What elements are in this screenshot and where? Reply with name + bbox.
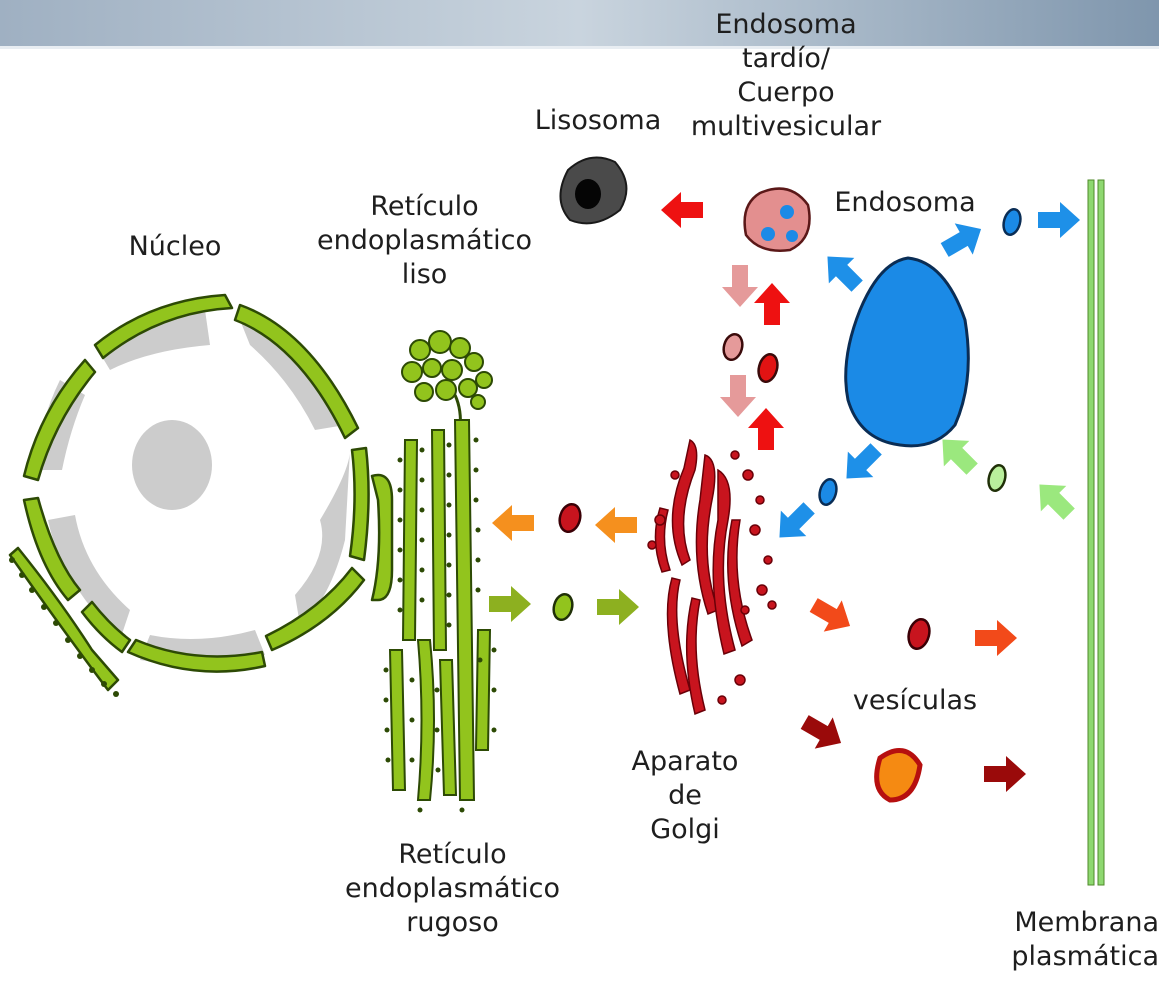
smooth-er — [402, 331, 492, 430]
plasma-membrane-label: Membrana plasmática — [1005, 906, 1159, 974]
late-endosome — [745, 189, 810, 251]
arrow-constitutive-1 — [796, 706, 850, 758]
arrow-to-golgi-1 — [834, 436, 889, 491]
arrow-retro-2 — [492, 505, 534, 541]
endosome-label: Endosoma — [830, 186, 980, 220]
arrow-endosome-out-1 — [936, 213, 990, 265]
arrow-late-down-1 — [722, 265, 758, 307]
arrow-antero-1 — [489, 586, 531, 622]
arrow-antero-2 — [597, 589, 639, 625]
arrow-late-up-1 — [754, 283, 790, 325]
lysosome — [560, 158, 626, 224]
rough-er-label: Retículo endoplasmático rugoso — [340, 838, 565, 940]
golgi-label: Aparato de Golgi — [620, 745, 750, 847]
nucleolus — [132, 420, 212, 510]
rough-er — [384, 420, 497, 813]
arrow-retro-1 — [595, 507, 637, 543]
arrow-late-up-2 — [748, 408, 784, 450]
arrow-secretion-2 — [975, 620, 1017, 656]
nucleus-label: Núcleo — [120, 230, 230, 264]
golgi-apparatus — [648, 440, 776, 714]
nucleus — [0, 290, 392, 697]
arrow-constitutive-2 — [984, 756, 1026, 792]
late-endosome-label: Endosoma tardío/ Cuerpo multivesicular — [686, 8, 886, 144]
arrow-to-golgi-2 — [767, 495, 822, 550]
transport-arrows — [489, 192, 1082, 792]
endosome — [846, 258, 969, 446]
arrow-endosome-out-2 — [1038, 202, 1080, 238]
arrow-endocytosis-2 — [1027, 472, 1082, 527]
arrow-endosome-to-late — [815, 244, 870, 299]
arrow-secretion-1 — [805, 589, 859, 641]
lysosome-label: Lisosoma — [528, 104, 668, 138]
plasma-membrane — [1088, 180, 1104, 885]
vesicles-label: vesículas — [850, 684, 980, 718]
smooth-er-label: Retículo endoplasmático liso — [312, 190, 537, 292]
arrow-to-lysosome — [661, 192, 703, 228]
header-banner — [0, 0, 1159, 48]
arrow-late-down-2 — [720, 375, 756, 417]
